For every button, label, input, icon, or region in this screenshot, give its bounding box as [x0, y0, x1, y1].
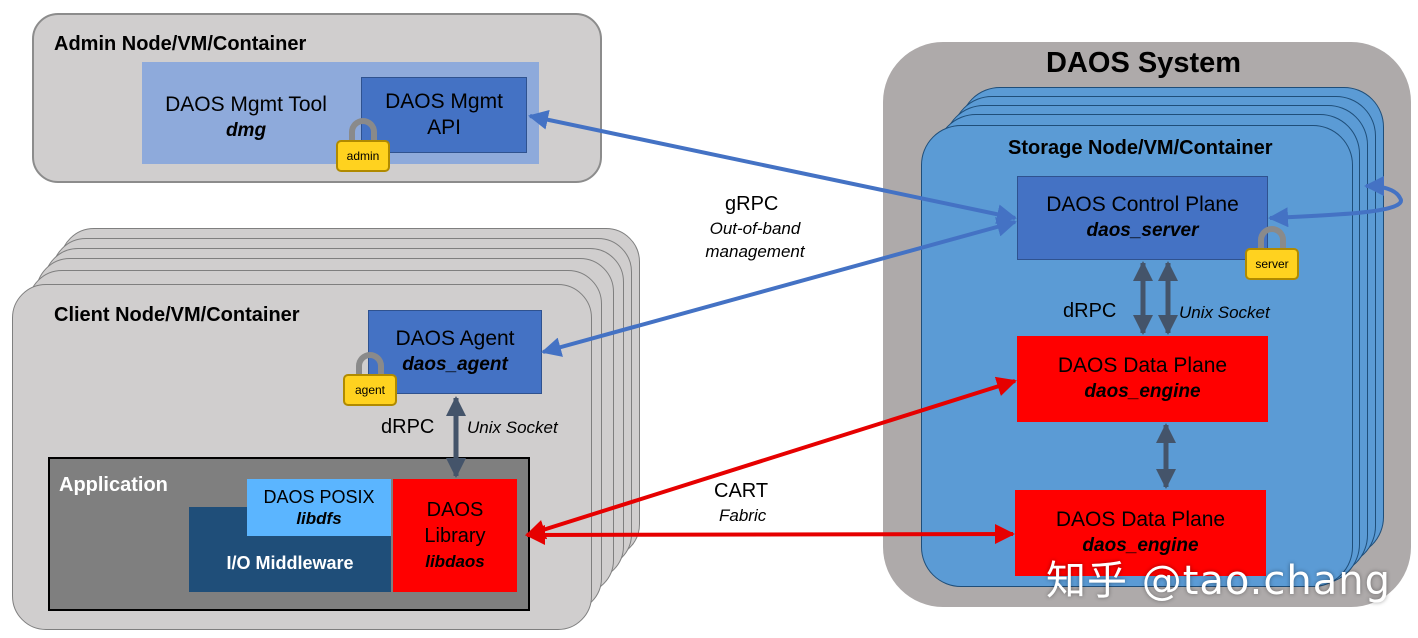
control-plane-command: daos_server	[1086, 220, 1199, 241]
server-lock-icon: server	[1245, 226, 1299, 280]
mgmt-api-line2: API	[427, 116, 461, 139]
data-plane-command-1: daos_engine	[1084, 381, 1201, 402]
agent-lock-icon: agent	[343, 352, 397, 406]
grpc-admin-arrow	[528, 109, 1017, 225]
grpc-agent-arrow	[541, 217, 1017, 357]
daos-system-title: DAOS System	[1046, 47, 1242, 79]
admin-node-title: Admin Node/VM/Container	[54, 33, 307, 55]
client-node-title: Client Node/VM/Container	[54, 304, 300, 326]
storage-node-title: Storage Node/VM/Container	[1008, 137, 1273, 159]
mgmt-api-line1: DAOS Mgmt	[385, 90, 503, 113]
daos-posix-box: DAOS POSIX libdfs	[247, 479, 391, 536]
daos-agent-command: daos_agent	[402, 354, 508, 375]
io-middleware-label: I/O Middleware	[226, 552, 354, 573]
daos-library-lib: libdaos	[425, 551, 485, 571]
mgmt-tool-label: DAOS Mgmt Tool dmg	[148, 92, 344, 144]
server-lock-label: server	[1245, 248, 1299, 280]
daos-agent-box: DAOS Agent daos_agent	[368, 310, 542, 394]
mgmt-api-box: DAOS Mgmt API	[361, 77, 527, 153]
storage-drpc-label: dRPC	[1063, 300, 1117, 322]
data-plane-command-2: daos_engine	[1082, 535, 1199, 556]
data-plane-box-2: DAOS Data Plane daos_engine	[1015, 490, 1266, 576]
daos-posix-name: DAOS POSIX	[263, 486, 375, 507]
admin-lock-icon: admin	[336, 118, 390, 172]
data-plane-box-1: DAOS Data Plane daos_engine	[1017, 336, 1268, 422]
control-plane-name: DAOS Control Plane	[1046, 193, 1239, 216]
cart-arrow-1	[525, 376, 1017, 540]
daos-posix-lib: libdfs	[296, 508, 342, 528]
daos-agent-name: DAOS Agent	[395, 327, 515, 350]
server-loop-arrow	[1268, 176, 1403, 228]
cart-arrow-2	[525, 524, 1015, 545]
data-plane-name-2: DAOS Data Plane	[1055, 508, 1226, 531]
storage-unix-socket-label: Unix Socket	[1179, 303, 1270, 322]
mgmt-tool-command: dmg	[225, 120, 267, 141]
mgmt-tool-name: DAOS Mgmt Tool	[165, 93, 327, 116]
client-drpc-label: dRPC	[381, 416, 435, 438]
admin-lock-label: admin	[336, 140, 390, 172]
agent-lock-label: agent	[343, 374, 397, 406]
daos-library-line2: Library	[424, 524, 486, 547]
control-plane-box: DAOS Control Plane daos_server	[1017, 176, 1268, 260]
daos-library-box: DAOS Library libdaos	[393, 479, 517, 592]
data-plane-name-1: DAOS Data Plane	[1057, 354, 1228, 377]
application-label: Application	[59, 474, 168, 496]
watermark-text: 知乎 @tao.chang	[1046, 558, 1391, 604]
daos-library-line1: DAOS	[426, 498, 484, 521]
